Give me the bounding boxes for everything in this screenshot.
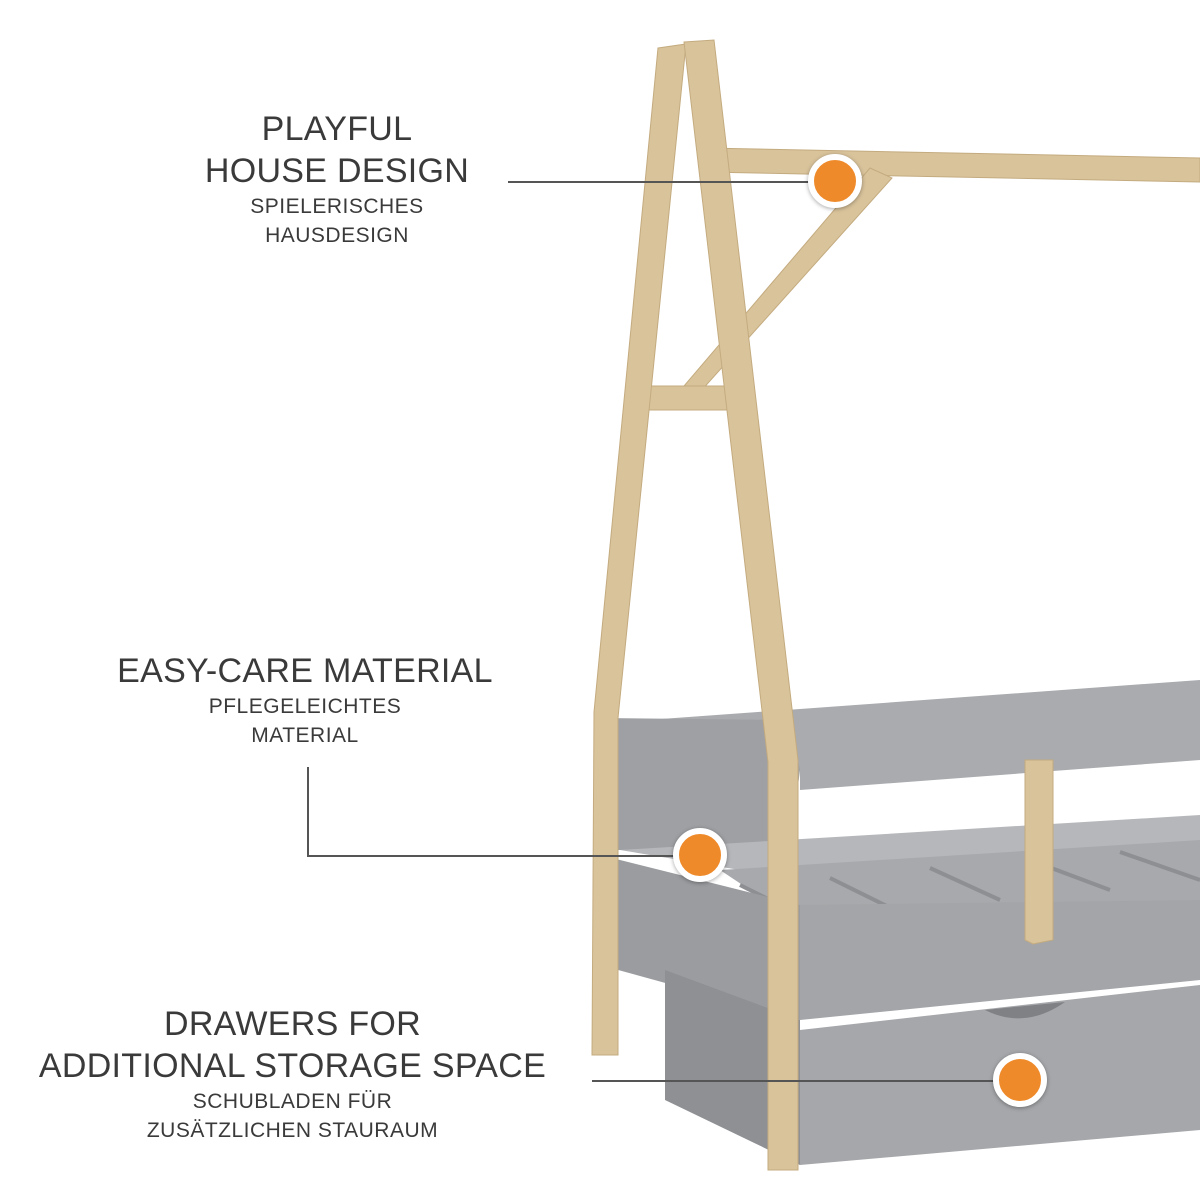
feature-subtitle: MATERIAL (251, 724, 359, 747)
leader-line (307, 767, 309, 857)
hotspot-drawers[interactable] (993, 1053, 1047, 1107)
leader-line (508, 181, 818, 183)
hotspot-house-design[interactable] (808, 154, 862, 208)
feature-title: HOUSE DESIGN (204, 152, 470, 190)
feature-subtitle: SCHUBLADEN FÜR (192, 1090, 393, 1113)
feature-subtitle: ZUSÄTZLICHEN STAURAUM (146, 1119, 439, 1142)
feature-house-design: PLAYFUL HOUSE DESIGN SPIELERISCHES HAUSD… (187, 108, 487, 250)
leader-line (592, 1080, 997, 1082)
feature-title: ADDITIONAL STORAGE SPACE (38, 1047, 547, 1085)
feature-subtitle: PFLEGELEICHTES (208, 695, 402, 718)
feature-easy-care: EASY-CARE MATERIAL PFLEGELEICHTES MATERI… (100, 650, 510, 750)
feature-subtitle: HAUSDESIGN (265, 224, 409, 247)
leader-line (307, 855, 677, 857)
bed-frame (600, 680, 1200, 1165)
feature-title: DRAWERS FOR (163, 1005, 422, 1043)
feature-subtitle: SPIELERISCHES (250, 195, 424, 218)
feature-title: EASY-CARE MATERIAL (117, 652, 493, 690)
teepee-frame (591, 39, 1200, 1171)
feature-title: PLAYFUL (261, 110, 413, 148)
feature-drawers: DRAWERS FOR ADDITIONAL STORAGE SPACE SCH… (20, 1003, 565, 1145)
hotspot-easy-care[interactable] (673, 828, 727, 882)
